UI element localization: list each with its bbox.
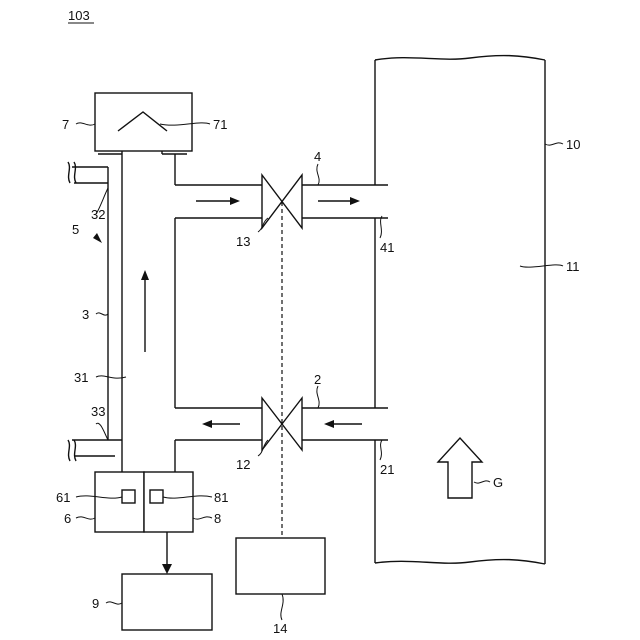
label-7: 7 xyxy=(62,117,69,132)
label-61: 61 xyxy=(56,490,70,505)
label-11: 11 xyxy=(566,259,580,274)
label-13: 13 xyxy=(236,234,250,249)
label-71: 71 xyxy=(213,117,227,132)
label-8: 8 xyxy=(214,511,221,526)
sensor-81 xyxy=(150,490,163,503)
pipe-5-top xyxy=(68,162,108,183)
gas-flow-arrow xyxy=(438,438,482,498)
figure-number: 103 xyxy=(68,8,90,23)
label-gas: G xyxy=(493,475,503,490)
signal-arrow-9 xyxy=(162,564,172,574)
unit-14-box xyxy=(236,538,325,594)
label-33: 33 xyxy=(91,404,105,419)
pipe-3 xyxy=(108,183,122,440)
valve-13 xyxy=(262,175,302,228)
label-41: 41 xyxy=(380,240,394,255)
label-5: 5 xyxy=(72,222,79,237)
label-2: 2 xyxy=(314,372,321,387)
label-6: 6 xyxy=(64,511,71,526)
label-14: 14 xyxy=(273,621,287,636)
flow-arrows xyxy=(93,197,362,428)
label-9: 9 xyxy=(92,596,99,611)
unit-9-box xyxy=(122,574,212,630)
label-81: 81 xyxy=(214,490,228,505)
sensor-61 xyxy=(122,490,135,503)
label-12: 12 xyxy=(236,457,250,472)
label-10: 10 xyxy=(566,137,580,152)
duct-10 xyxy=(375,56,545,564)
label-32: 32 xyxy=(91,207,105,222)
unit-7-box xyxy=(95,93,192,151)
label-21: 21 xyxy=(380,462,394,477)
pipe-5-bottom xyxy=(68,440,122,461)
unit-6-box xyxy=(95,472,144,532)
label-31: 31 xyxy=(74,370,88,385)
upper-loop xyxy=(122,154,262,408)
label-3: 3 xyxy=(82,307,89,322)
label-4: 4 xyxy=(314,149,321,164)
